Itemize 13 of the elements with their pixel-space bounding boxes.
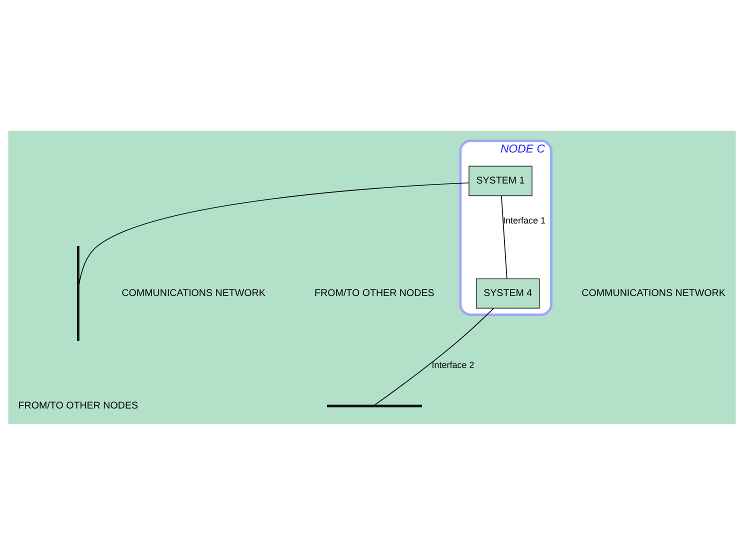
- label: COMMUNICATIONS NETWORK: [582, 287, 726, 298]
- connector: [78, 182, 470, 285]
- node-box: SYSTEM 4: [476, 278, 540, 308]
- label: COMMUNICATIONS NETWORK: [122, 287, 266, 298]
- connector: [501, 194, 508, 279]
- label: FROM/TO OTHER NODES: [18, 400, 138, 412]
- edge-label: Interface 2: [432, 360, 474, 370]
- node-box: SYSTEM 1: [468, 165, 532, 196]
- node-bar: [76, 246, 80, 340]
- label: FROM/TO OTHER NODES: [314, 287, 434, 298]
- connector: [374, 307, 494, 406]
- node-bar: [326, 404, 422, 407]
- edge-label: Interface 1: [502, 214, 546, 225]
